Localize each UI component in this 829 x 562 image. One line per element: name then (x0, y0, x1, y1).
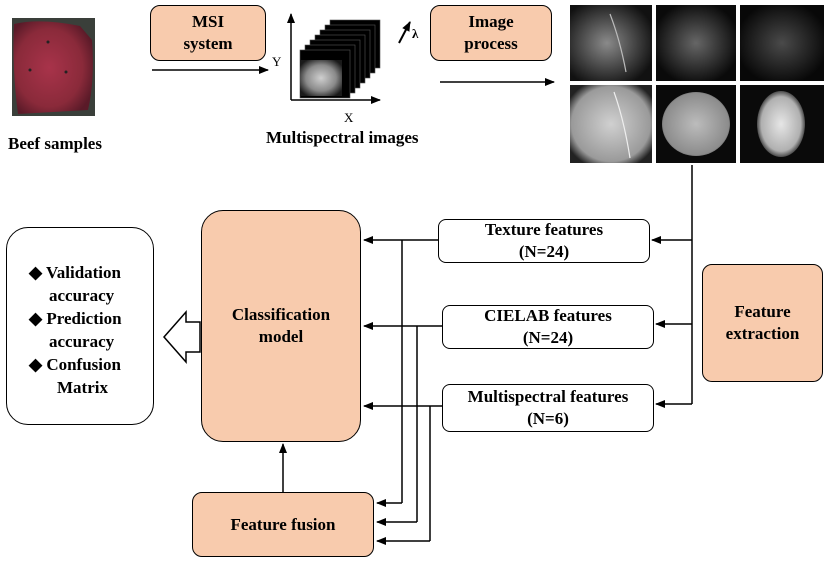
cielab-features-box: CIELAB features (N=24) (442, 305, 654, 349)
feature-extraction-box: Feature extraction (702, 264, 823, 382)
msi-system-line2: system (183, 34, 233, 53)
diamond-bullet-icon: ◆ (29, 263, 43, 282)
result-line1: Confusion (46, 355, 121, 374)
processed-image-grid (568, 4, 824, 164)
feature-count: (N=24) (522, 328, 574, 347)
feature-fusion-label: Feature fusion (230, 514, 336, 534)
classification-line2: model (258, 327, 304, 346)
image-process-line2: process (464, 34, 518, 53)
result-line1: Prediction (46, 309, 122, 328)
hollow-arrow-to-results (163, 310, 201, 364)
feature-count: (N=6) (527, 409, 569, 428)
result-item-confusion: ◆ Confusion (29, 353, 121, 376)
feature-name: Texture features (484, 220, 604, 239)
beef-samples-label: Beef samples (8, 134, 102, 153)
classification-line1: Classification (231, 305, 331, 324)
beef-sample-image (12, 18, 95, 116)
feature-extraction-line2: extraction (725, 324, 800, 343)
result-line2: accuracy (49, 332, 115, 351)
feature-name: Multispectral features (467, 387, 629, 406)
classification-model-box: Classification model (201, 210, 361, 442)
axis-lambda-label: λ (412, 26, 419, 41)
axis-x-label: X (344, 110, 354, 125)
multispectral-images-label: Multispectral images (266, 128, 419, 147)
multispectral-features-box: Multispectral features (N=6) (442, 384, 654, 432)
feature-name: CIELAB features (484, 306, 612, 325)
result-line2: accuracy (49, 286, 115, 305)
image-process-box: Image process (430, 5, 552, 61)
axis-y-label: Y (272, 54, 282, 69)
result-item-prediction: ◆ Prediction (29, 307, 122, 330)
result-line2: Matrix (57, 378, 108, 397)
result-item-validation: ◆ Validation (29, 261, 121, 284)
diamond-bullet-icon: ◆ (29, 355, 43, 374)
feature-count: (N=24) (518, 242, 570, 261)
msi-system-box: MSI system (150, 5, 266, 61)
msi-system-line1: MSI (191, 12, 225, 31)
multispectral-image-stack (287, 13, 411, 104)
feature-extraction-line1: Feature (734, 302, 791, 321)
result-line1: Validation (46, 263, 121, 282)
feature-fusion-box: Feature fusion (192, 492, 374, 557)
texture-features-box: Texture features (N=24) (438, 219, 650, 263)
image-process-line1: Image (468, 12, 514, 31)
results-box: ◆ Validation accuracy ◆ Prediction accur… (6, 227, 154, 425)
diamond-bullet-icon: ◆ (29, 309, 43, 328)
